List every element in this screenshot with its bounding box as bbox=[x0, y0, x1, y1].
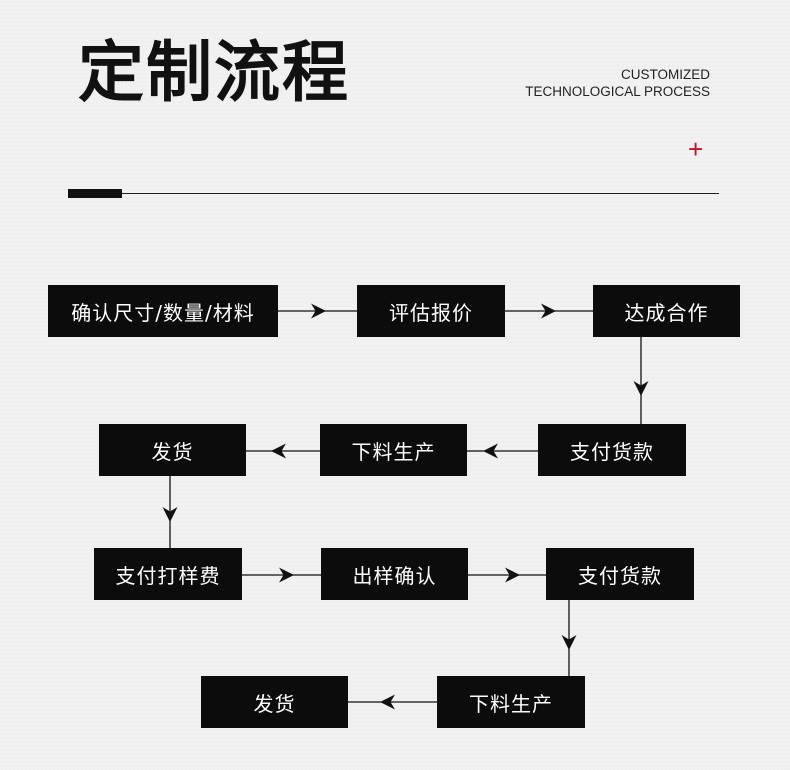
plus-icon: + bbox=[688, 134, 704, 164]
header-divider-accent bbox=[68, 189, 122, 198]
subtitle-line-2: TECHNOLOGICAL PROCESS bbox=[525, 84, 710, 99]
step-payment-2: 支付货款 bbox=[546, 548, 694, 600]
step-sample-confirm: 出样确认 bbox=[321, 548, 468, 600]
step-sample-fee: 支付打样费 bbox=[94, 548, 242, 600]
step-shipping-1: 发货 bbox=[99, 424, 246, 476]
step-production-1: 下料生产 bbox=[320, 424, 467, 476]
subtitle-line-1: CUSTOMIZED bbox=[620, 67, 710, 82]
step-production-2: 下料生产 bbox=[437, 676, 585, 728]
step-quote-evaluation: 评估报价 bbox=[357, 285, 505, 337]
step-confirm-specs: 确认尺寸/数量/材料 bbox=[48, 285, 278, 337]
page-title: 定制流程 bbox=[78, 34, 350, 111]
step-reach-agreement: 达成合作 bbox=[593, 285, 740, 337]
step-payment-1: 支付货款 bbox=[538, 424, 686, 476]
header-divider bbox=[68, 193, 719, 194]
page-subtitle: CUSTOMIZED TECHNOLOGICAL PROCESS bbox=[525, 66, 710, 100]
step-shipping-2: 发货 bbox=[201, 676, 348, 728]
